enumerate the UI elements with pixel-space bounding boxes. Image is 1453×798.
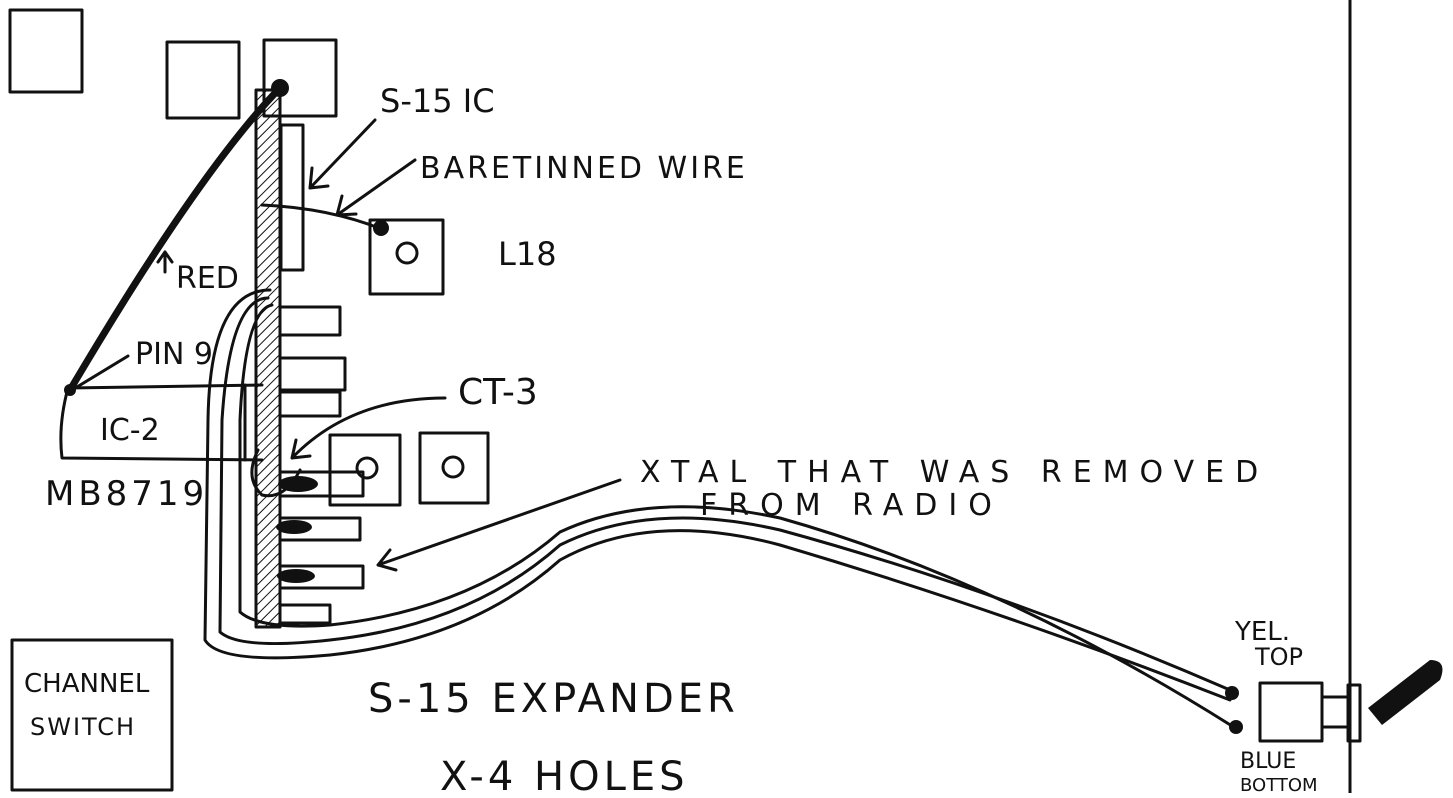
pad-5-hole [441, 455, 465, 479]
bare-tinned-wire [260, 203, 386, 232]
diagram-subtitle: X-4 HOLES [440, 754, 689, 793]
red-wire [66, 84, 284, 394]
label-pin9: PIN 9 [135, 337, 213, 372]
label-l18: L18 [498, 235, 557, 273]
label-xtal-line2: FROM RADIO [700, 488, 1003, 523]
pad-4-hole [355, 456, 379, 480]
label-mb8719: MB8719 [45, 474, 208, 514]
board-strip [254, 88, 282, 629]
l18-pad [368, 218, 445, 296]
ic2-outline [59, 383, 264, 462]
pin-block-2 [278, 356, 347, 392]
pad-square-4 [328, 433, 402, 507]
arrow-xtal [376, 478, 622, 572]
pin-block-7 [278, 603, 332, 625]
solder-blob-3 [277, 569, 315, 583]
diagram-title: S-15 EXPANDER [368, 676, 739, 722]
crystal-base [1346, 683, 1362, 743]
pad-square-3 [262, 38, 338, 118]
label-blue: BLUE [1240, 749, 1296, 774]
knob-icon [1368, 660, 1443, 725]
pad-square-1 [8, 8, 84, 94]
pin-block-3 [278, 390, 342, 418]
label-bare-tinned-wire: BARETINNED WIRE [420, 151, 748, 186]
arrow-red [156, 250, 174, 274]
arrow-pin9 [70, 354, 130, 392]
arrow-ct3 [290, 396, 447, 460]
label-ic2: IC-2 [100, 413, 160, 448]
solder-blob-1 [278, 476, 318, 492]
arrow-s15-ic [308, 118, 377, 190]
pad-square-2 [165, 40, 241, 120]
label-bottom: BOTTOM [1240, 775, 1318, 793]
solder-dot-top [271, 79, 289, 97]
solder-blob-2 [276, 520, 312, 534]
xtal-lead-dot-top [1225, 686, 1239, 700]
label-switch: SWITCH [30, 713, 136, 741]
xtal-wire-inner [238, 303, 1234, 728]
xtal-wire-mid [218, 296, 1232, 692]
label-top: TOP [1254, 643, 1303, 671]
crystal-neck [1320, 695, 1352, 729]
pin-block-1 [278, 305, 342, 337]
label-red: RED [176, 261, 239, 296]
label-channel: CHANNEL [24, 669, 150, 699]
crystal-body [1258, 681, 1324, 743]
xtal-lead-dot-bottom [1229, 720, 1243, 734]
label-ct3: CT-3 [458, 372, 538, 413]
channel-switch-box [10, 638, 174, 792]
pad-square-5 [418, 431, 490, 505]
solder-dot-l18 [373, 220, 389, 236]
arrow-bare-wire [335, 158, 417, 217]
s15-ic-body [279, 123, 305, 272]
label-yel: YEL. [1234, 617, 1290, 647]
xtal-wire-outer [203, 288, 1232, 702]
label-s15-ic: S-15 IC [380, 82, 495, 120]
solder-dot-pin9 [64, 384, 76, 396]
l18-hole [395, 241, 419, 265]
label-xtal-line1: XTAL THAT WAS REMOVED [640, 455, 1269, 490]
